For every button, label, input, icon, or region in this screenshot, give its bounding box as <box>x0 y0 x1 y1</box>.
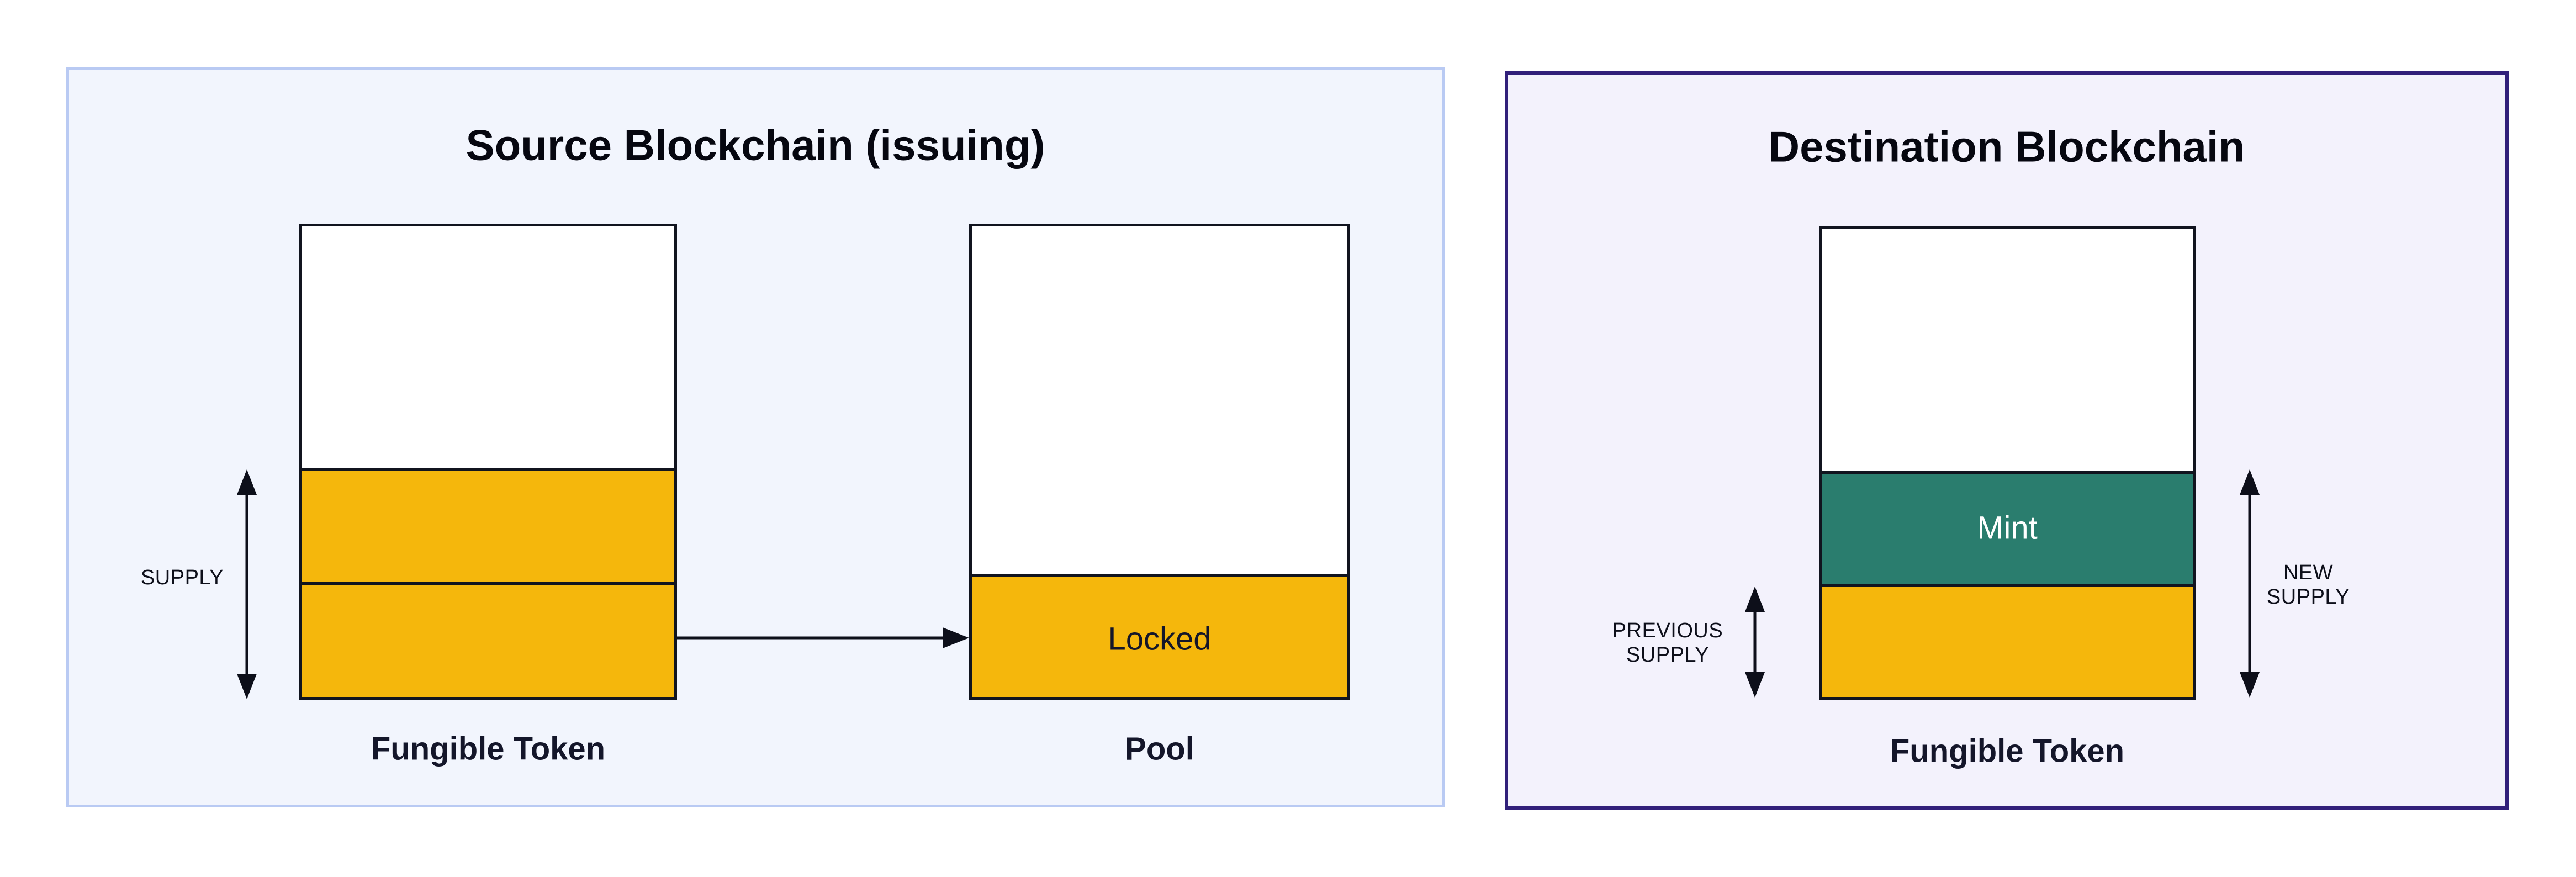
supply-label: SUPPLY <box>140 566 224 589</box>
previous-supply-section <box>1822 584 2193 697</box>
source-supply-lower-section <box>302 582 674 697</box>
pool-box <box>969 224 1350 700</box>
source-fungible-token-label: Fungible Token <box>371 731 606 767</box>
destination-fungible-token-box <box>1819 226 2196 700</box>
previous-supply-range-arrow-icon <box>1743 587 1767 698</box>
mint-label: Mint <box>1977 510 2038 546</box>
source-fungible-token-box <box>299 224 677 700</box>
new-supply-label-line1: NEW <box>2283 561 2334 584</box>
new-supply-range-arrow-icon <box>2238 469 2262 698</box>
mint-section <box>1822 471 2193 584</box>
previous-supply-label-line2: SUPPLY <box>1626 643 1710 667</box>
previous-supply-label: PREVIOUS SUPPLY <box>1612 619 1723 667</box>
pool-locked-section <box>972 574 1347 697</box>
destination-fungible-token-label: Fungible Token <box>1890 733 2125 769</box>
pool-label: Pool <box>1125 731 1194 767</box>
previous-supply-label-line1: PREVIOUS <box>1612 619 1723 642</box>
lock-transfer-arrow-icon <box>677 626 969 650</box>
supply-range-arrow-icon <box>235 469 259 699</box>
source-supply-upper-section <box>302 468 674 582</box>
destination-panel-title: Destination Blockchain <box>1768 122 2245 171</box>
locked-label: Locked <box>1108 621 1212 657</box>
new-supply-label-line2: SUPPLY <box>2266 585 2350 609</box>
new-supply-label: NEW SUPPLY <box>2267 561 2350 609</box>
source-panel-title: Source Blockchain (issuing) <box>466 120 1045 170</box>
